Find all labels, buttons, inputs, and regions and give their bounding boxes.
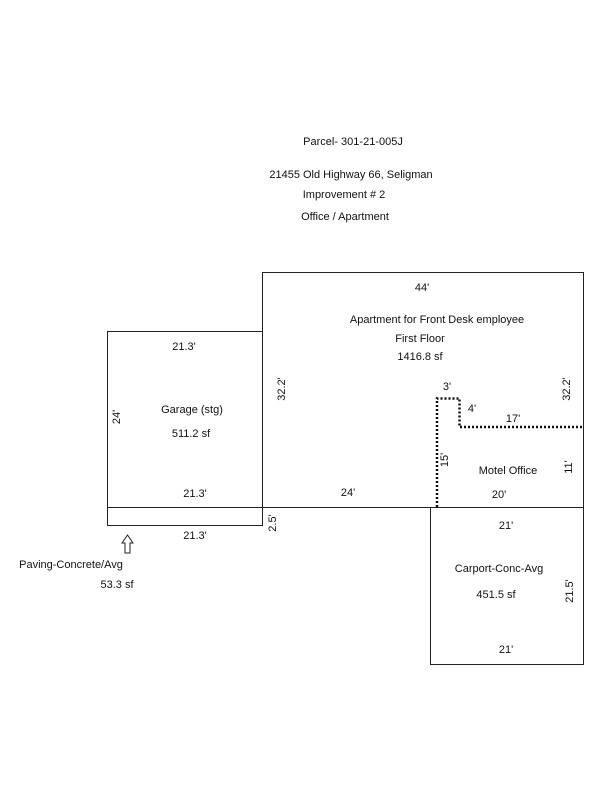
- carport-area-label: 451.5 sf: [476, 589, 516, 601]
- paving-area: 21.3' 2.5' Paving-Concrete/Avg 53.3 sf: [19, 507, 279, 591]
- apartment-name: Apartment for Front Desk employee: [350, 314, 524, 326]
- garage-area-label: 511.2 sf: [172, 428, 211, 440]
- motel-office-area: 3' 4' 17' 15' Motel Office 11' 20': [435, 381, 583, 507]
- carport-bottom-dim: 21': [499, 644, 513, 656]
- apartment-right-dim: 32.2': [561, 377, 573, 401]
- garage-bottom-dim: 21.3': [183, 488, 207, 500]
- office-dim-17: 17': [506, 413, 520, 425]
- motel-office-outline: [435, 397, 583, 507]
- apartment-floor: First Floor: [395, 333, 445, 345]
- apartment-left-dim: 32.2': [276, 377, 288, 401]
- garage-name: Garage (stg): [161, 404, 223, 416]
- apartment-top-dim: 44': [415, 282, 429, 294]
- up-arrow-icon: [121, 534, 134, 554]
- office-dim-15: 15': [439, 453, 451, 467]
- paving-bottom-dim: 21.3': [183, 530, 207, 542]
- paving-outline: [107, 507, 263, 526]
- office-dim-20: 20': [492, 489, 506, 501]
- garage-area: 21.3' 24' Garage (stg) 511.2 sf 21.3': [107, 331, 263, 508]
- parcel-label: Parcel- 301-21-005J: [303, 136, 403, 148]
- use-label: Office / Apartment: [301, 211, 389, 223]
- office-dim-4: 4': [468, 403, 476, 415]
- header: Parcel- 301-21-005J 21455 Old Highway 66…: [269, 136, 432, 223]
- motel-office-name: Motel Office: [479, 465, 538, 477]
- apartment-bottom-dim: 24': [341, 487, 355, 499]
- garage-top-dim: 21.3': [172, 341, 196, 353]
- apartment-area-label: 1416.8 sf: [397, 351, 443, 363]
- apartment-area: 44' Apartment for Front Desk employee Fi…: [262, 272, 584, 508]
- address-label: 21455 Old Highway 66, Seligman: [269, 169, 432, 181]
- garage-left-dim: 24': [111, 410, 123, 424]
- office-dim-3: 3': [443, 381, 451, 393]
- paving-area-label: 53.3 sf: [100, 579, 134, 591]
- paving-name: Paving-Concrete/Avg: [19, 559, 123, 571]
- carport-outline: [430, 507, 584, 665]
- improvement-label: Improvement # 2: [303, 189, 386, 201]
- paving-right-dim: 2.5': [267, 514, 279, 531]
- office-dim-11: 11': [563, 460, 575, 474]
- carport-right-dim: 21.5': [564, 579, 576, 603]
- carport-name: Carport-Conc-Avg: [455, 563, 543, 575]
- carport-area: 21' Carport-Conc-Avg 451.5 sf 21.5' 21': [430, 507, 584, 665]
- carport-top-dim: 21': [499, 520, 513, 532]
- garage-outline: [107, 331, 263, 508]
